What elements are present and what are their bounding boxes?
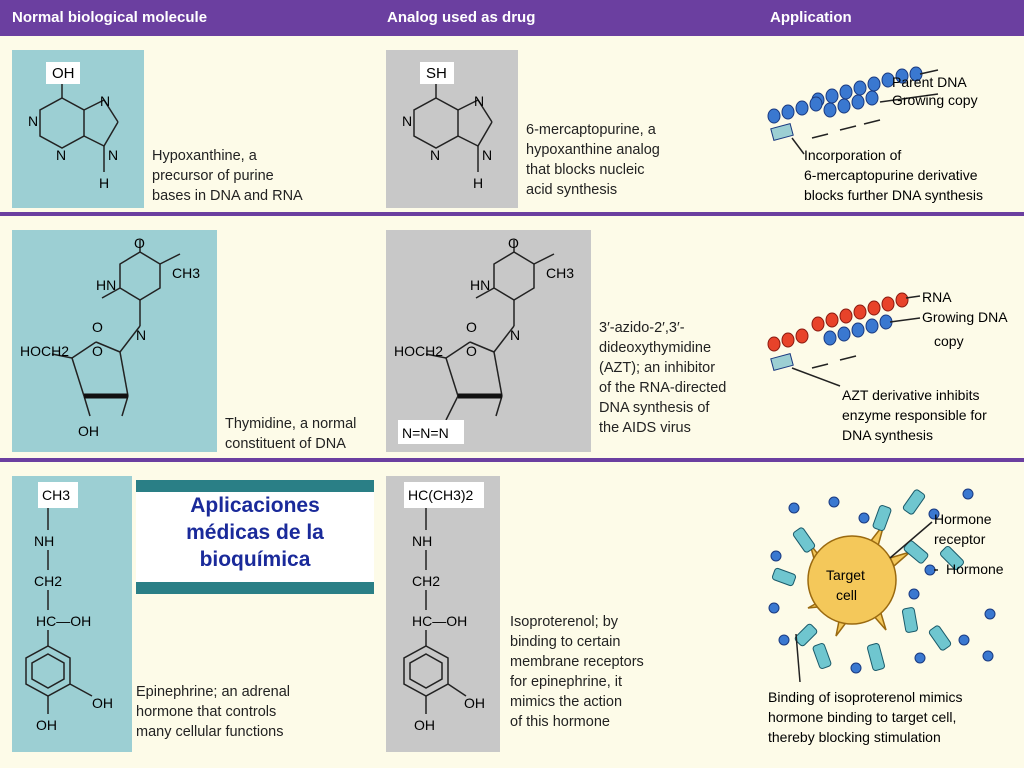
struct-label: OH: [52, 65, 75, 82]
reverse-transcription-diagram: RNA Growing DNA copy AZT derivative inhi…: [767, 289, 1008, 443]
struct-label: OH: [464, 695, 485, 711]
struct-label: O: [92, 343, 103, 359]
header-normal-molecule: Normal biological molecule: [12, 9, 208, 26]
struct-label: HOCH2: [394, 343, 443, 359]
struct-label: NH: [412, 533, 432, 549]
app-desc-line: 6-mercaptopurine derivative: [804, 167, 978, 183]
row-divider: [0, 212, 1024, 216]
isoproterenol-structure: HC(CH3)2 NH CH2 HC—OH OH OH: [386, 476, 500, 752]
azide-label: N=N=N: [402, 425, 449, 441]
target-cell: [807, 535, 897, 625]
target-cell-label-2: cell: [836, 587, 857, 603]
struct-label: N: [100, 93, 110, 109]
slide-title-box: Aplicaciones médicas de la bioquímica: [136, 480, 374, 594]
struct-label: N: [482, 147, 492, 163]
target-cell-diagram: Hormone receptor Hormone Target cell Bin…: [768, 488, 1004, 745]
parent-dna-label: Parent DNA: [892, 74, 967, 90]
struct-label: HOCH2: [20, 343, 69, 359]
struct-label: N: [136, 327, 146, 343]
slide-title-line: médicas de la: [186, 521, 324, 544]
struct-label: N: [402, 113, 412, 129]
struct-label: OH: [92, 695, 113, 711]
struct-label: NH: [34, 533, 54, 549]
struct-label: CH3: [172, 265, 200, 281]
struct-label: OH: [78, 423, 99, 439]
drug-derivative-block: [770, 353, 794, 371]
struct-label: N: [28, 113, 38, 129]
hormone-receptor-label-2: receptor: [934, 531, 986, 547]
header-analog-drug: Analog used as drug: [387, 9, 536, 26]
slide-title-line: bioquímica: [199, 548, 311, 571]
struct-label: O: [134, 235, 145, 251]
app-desc-line: Incorporation of: [804, 147, 901, 163]
app-desc-line: AZT derivative inhibits: [842, 387, 979, 403]
struct-label: O: [92, 319, 103, 335]
mercaptopurine-structure: SH N N N N H: [386, 50, 518, 208]
dna-copy-diagram-1: Parent DNA Growing copy Incorporation of…: [767, 66, 983, 203]
struct-label: HN: [96, 277, 116, 293]
azt-structure: O CH3 HN O N HOCH2 O N=N=N: [386, 230, 591, 452]
hormone-receptor-label: Hormone: [934, 511, 992, 527]
target-cell-label: Target: [826, 567, 865, 583]
app-desc-line: thereby blocking stimulation: [768, 729, 941, 745]
app-desc-line: blocks further DNA synthesis: [804, 187, 983, 203]
app-desc-line: Binding of isoproterenol mimics: [768, 689, 963, 705]
growing-dna-label-2: copy: [934, 333, 964, 349]
struct-label: O: [466, 343, 477, 359]
header-application: Application: [770, 9, 852, 26]
app-desc-line: hormone binding to target cell,: [768, 709, 956, 725]
app-desc-line: enzyme responsible for: [842, 407, 987, 423]
epinephrine-structure: CH3 NH CH2 HC—OH OH OH: [12, 476, 132, 752]
struct-label: HC—OH: [36, 613, 91, 629]
struct-label: CH3: [42, 487, 70, 503]
rna-label: RNA: [922, 289, 952, 305]
hypoxanthine-structure: OH N N N N H: [12, 50, 144, 208]
struct-label: OH: [36, 717, 57, 733]
struct-label: CH3: [546, 265, 574, 281]
growing-dna-label: Growing DNA: [922, 309, 1008, 325]
struct-label: N: [474, 93, 484, 109]
struct-label: N: [430, 147, 440, 163]
slide-title-line: Aplicaciones: [190, 494, 320, 517]
growing-copy-label: Growing copy: [892, 92, 978, 108]
struct-label: N: [56, 147, 66, 163]
struct-label: O: [466, 319, 477, 335]
hormone-label: Hormone: [946, 561, 1004, 577]
struct-label: N: [510, 327, 520, 343]
struct-label: HN: [470, 277, 490, 293]
struct-label: HC—OH: [412, 613, 467, 629]
struct-label: SH: [426, 65, 447, 82]
struct-label: N: [108, 147, 118, 163]
thymidine-structure: O CH3 HN O N HOCH2 O OH: [12, 230, 217, 452]
header-bar: Normal biological molecule Analog used a…: [0, 0, 1024, 36]
struct-label: O: [508, 235, 519, 251]
drug-derivative-block: [770, 123, 794, 141]
struct-label: CH2: [34, 573, 62, 589]
struct-label: H: [99, 175, 109, 191]
azt-description: 3′-azido-2′,3′-dideoxythymidine(AZT); an…: [599, 320, 727, 436]
struct-label: H: [473, 175, 483, 191]
row-divider: [0, 458, 1024, 462]
app-desc-line: DNA synthesis: [842, 427, 933, 443]
struct-label: OH: [414, 717, 435, 733]
struct-label: HC(CH3)2: [408, 487, 474, 503]
struct-label: CH2: [412, 573, 440, 589]
